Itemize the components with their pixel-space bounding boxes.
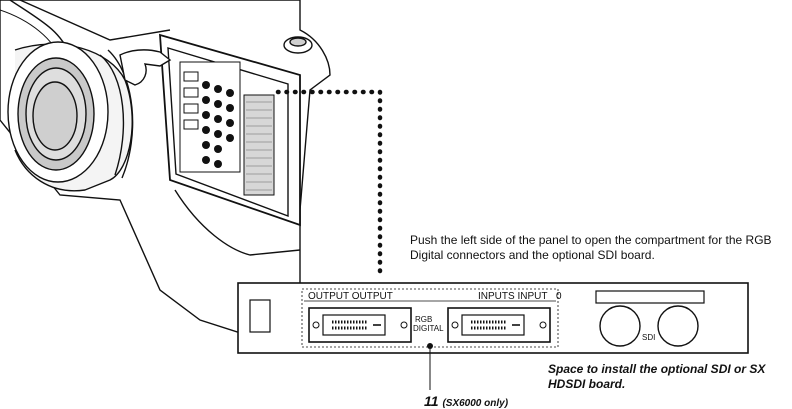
- projector-illustration: [0, 0, 331, 339]
- dvi-input-connector: [447, 307, 551, 343]
- callout-number: 11: [424, 393, 439, 409]
- callout-leader: [427, 343, 433, 390]
- output-label: OUTPUT OUTPUT: [308, 291, 393, 302]
- connector-panel: OUTPUT OUTPUT INPUTS INPUT 0 RGB DIGITAL…: [237, 282, 749, 354]
- sdi-board-slot: [595, 290, 705, 304]
- space-note-text: Space to install the optional SDI or SX …: [548, 362, 766, 391]
- sdi-connector-left: [599, 305, 641, 347]
- rgb-digital-label-line1: RGB: [415, 315, 432, 324]
- inputs-label: INPUTS INPUT: [478, 291, 547, 302]
- instruction-text: Push the left side of the panel to open …: [410, 233, 772, 262]
- callout-label: 11 (SX6000 only): [424, 393, 508, 409]
- dotted-leader-line: [275, 89, 383, 275]
- callout-note: (SX6000 only): [442, 398, 509, 409]
- sdi-label: SDI: [642, 333, 655, 342]
- input-number: 0: [556, 291, 562, 302]
- rgb-digital-label-line2: DIGITAL: [413, 324, 444, 333]
- sdi-connector-right: [657, 305, 699, 347]
- dvi-output-connector: [308, 307, 412, 343]
